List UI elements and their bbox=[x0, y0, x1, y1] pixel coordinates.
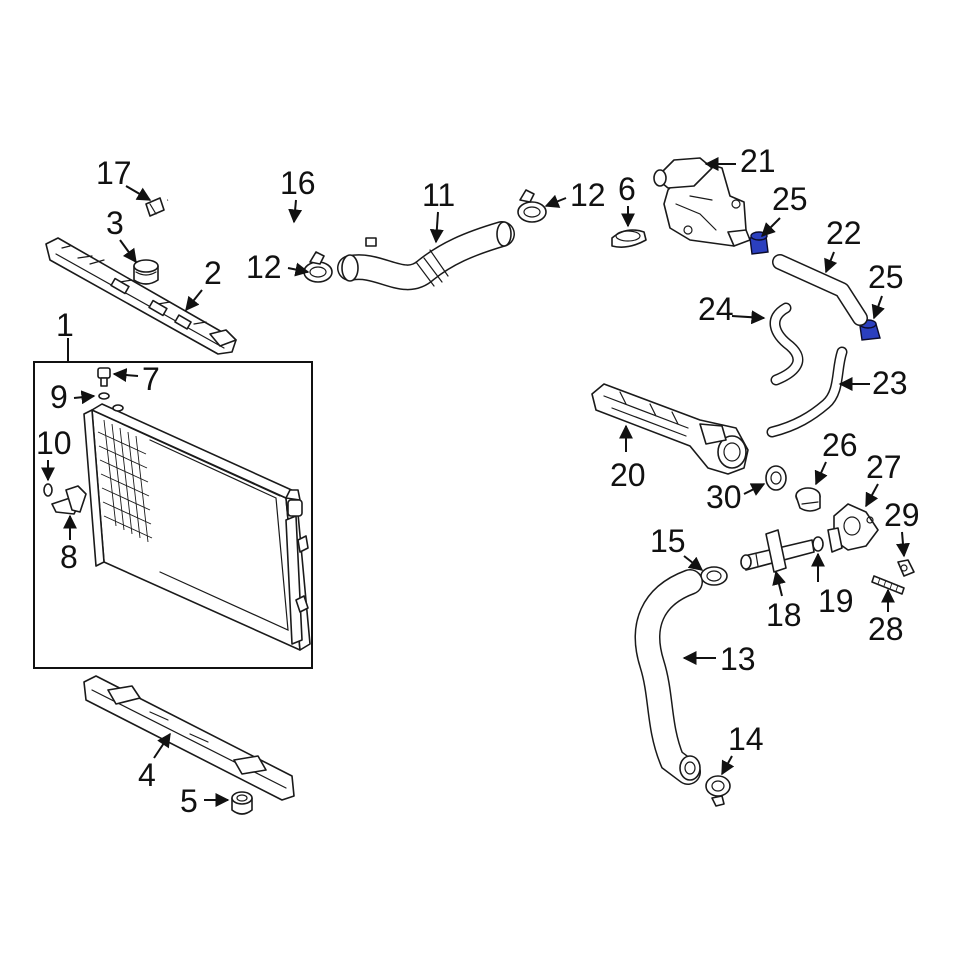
callout-5: 5 bbox=[180, 783, 198, 819]
upper-support-2 bbox=[45, 237, 237, 355]
stud-28 bbox=[871, 575, 905, 595]
hose-clamp-14 bbox=[705, 775, 731, 807]
pipe-18 bbox=[740, 529, 815, 573]
cap-6 bbox=[611, 229, 647, 248]
callout-10: 10 bbox=[36, 425, 72, 461]
callout-25b: 25 bbox=[868, 259, 904, 295]
callout-15: 15 bbox=[650, 523, 686, 559]
drain-fitting-8 bbox=[51, 485, 87, 515]
radiator-fins bbox=[97, 419, 153, 543]
callout-3: 3 bbox=[106, 205, 124, 241]
callout-16: 16 bbox=[280, 165, 316, 201]
callout-12b: 12 bbox=[570, 177, 606, 213]
o-ring-9 bbox=[98, 392, 110, 400]
callout-17: 17 bbox=[96, 155, 132, 191]
water-pump-housing-20 bbox=[591, 383, 749, 475]
water-outlet-21 bbox=[653, 157, 751, 247]
callout-9: 9 bbox=[50, 379, 68, 415]
callout-12a: 12 bbox=[246, 249, 282, 285]
callout-8: 8 bbox=[60, 539, 78, 575]
callout-4: 4 bbox=[138, 757, 156, 793]
callout-18: 18 bbox=[766, 597, 802, 633]
leader-lines bbox=[41, 157, 910, 807]
callout-24: 24 bbox=[698, 291, 734, 327]
radiator-cap-3 bbox=[133, 259, 159, 285]
callout-20: 20 bbox=[610, 457, 646, 493]
callout-25a: 25 bbox=[772, 181, 808, 217]
hose-22 bbox=[772, 254, 868, 326]
overflow-hose-16 bbox=[167, 194, 377, 247]
callout-28: 28 bbox=[868, 611, 904, 647]
lower-support-4 bbox=[83, 675, 295, 801]
radiator-assembly bbox=[33, 338, 313, 669]
o-ring-10 bbox=[43, 483, 53, 497]
callout-21: 21 bbox=[740, 143, 776, 179]
thermostat-housing-27 bbox=[827, 503, 879, 553]
callout-14: 14 bbox=[728, 721, 764, 757]
thermostat-26 bbox=[795, 487, 821, 512]
callout-26: 26 bbox=[822, 427, 858, 463]
callout-labels: 1 2 3 4 5 6 7 8 9 10 11 12 12 13 14 15 1… bbox=[36, 143, 920, 819]
pipe-23 bbox=[766, 346, 848, 438]
callout-7: 7 bbox=[142, 361, 160, 397]
callout-23: 23 bbox=[872, 365, 908, 401]
hose-clamp-12b bbox=[517, 189, 547, 223]
o-ring-19 bbox=[812, 536, 824, 552]
callout-6: 6 bbox=[618, 171, 636, 207]
clip-17 bbox=[145, 197, 165, 217]
hose-clamp-15 bbox=[700, 566, 728, 586]
callout-30: 30 bbox=[706, 479, 742, 515]
callout-13: 13 bbox=[720, 641, 756, 677]
callout-11: 11 bbox=[422, 177, 455, 213]
clamp-25a bbox=[749, 231, 769, 255]
callout-19: 19 bbox=[818, 583, 854, 619]
callout-22: 22 bbox=[826, 215, 862, 251]
bolt-29 bbox=[897, 559, 915, 577]
drain-plug-7 bbox=[97, 367, 111, 387]
hose-clamp-12a bbox=[303, 251, 333, 283]
bushing-5 bbox=[231, 791, 253, 815]
callout-27: 27 bbox=[866, 449, 902, 485]
radiator-detail-frame bbox=[33, 361, 313, 669]
lower-hose-13 bbox=[634, 569, 703, 785]
gasket-30 bbox=[765, 465, 787, 491]
upper-hose-11 bbox=[337, 221, 515, 291]
callout-2: 2 bbox=[204, 255, 222, 291]
callout-29: 29 bbox=[884, 497, 920, 533]
clamp-25b bbox=[859, 319, 881, 341]
callout-1: 1 bbox=[56, 307, 74, 343]
hose-24 bbox=[769, 302, 804, 386]
